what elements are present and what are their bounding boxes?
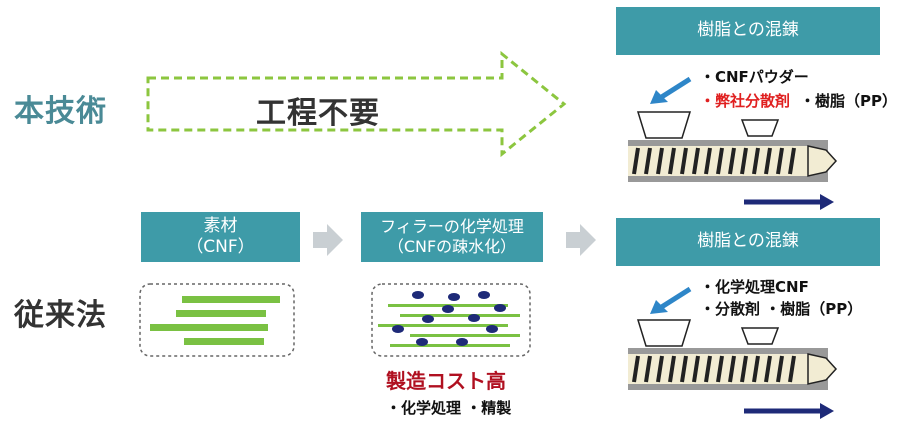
material-step-line2: （CNF）: [186, 237, 255, 257]
extruder-top: [628, 111, 838, 210]
mixing-top-item2: ・弊社分散剤・樹脂（PP）: [700, 90, 897, 111]
fiber: [176, 310, 266, 317]
skip-arrow: [146, 50, 567, 158]
hopper-small: [740, 327, 780, 345]
material-step-box: 素材（CNF）: [141, 212, 300, 262]
mixing-bottom-item2: ・分散剤 ・樹脂（PP）: [700, 300, 863, 318]
cost-headline: 製造コスト高: [386, 369, 506, 393]
hopper-small: [740, 119, 780, 137]
mixing-top-resin: ・樹脂（PP）: [800, 92, 898, 110]
feed-arrow-bottom: [650, 286, 692, 314]
flow-arrow-1: [313, 224, 343, 256]
mixing-top-dispersant: ・弊社分散剤: [700, 92, 791, 110]
proposed-row-label: 本技術: [14, 94, 107, 129]
mixing-bottom-item1: ・化学処理CNF: [700, 278, 809, 296]
cost-detail: ・化学処理 ・精製: [386, 399, 512, 417]
chemical-step-line2: （CNFの疎水化）: [387, 237, 517, 256]
conventional-row-label: 従来法: [14, 298, 107, 333]
fiber: [150, 324, 268, 331]
material-step-line1: 素材: [203, 215, 238, 236]
hopper-large: [636, 111, 692, 139]
skip-arrow-label: 工程不要: [256, 96, 380, 131]
chemical-step-box: フィラーの化学処理（CNFの疎水化）: [361, 212, 543, 262]
treated-cnf-illustration: [371, 283, 531, 357]
mixing-bottom-title: 樹脂との混錬: [616, 218, 880, 266]
mixing-top-title: 樹脂との混錬: [616, 7, 880, 55]
extruder-bottom: [628, 319, 838, 419]
flow-arrow-2: [566, 224, 596, 256]
feed-arrow-top: [650, 76, 692, 104]
fiber: [182, 296, 280, 303]
raw-cnf-illustration: [139, 283, 295, 357]
mixing-top-item1: ・CNFパウダー: [700, 68, 809, 86]
hopper-large: [636, 319, 692, 347]
skip-arrow-outline: [146, 50, 567, 158]
fiber: [184, 338, 264, 345]
chemical-step-line1: フィラーの化学処理: [380, 217, 524, 236]
